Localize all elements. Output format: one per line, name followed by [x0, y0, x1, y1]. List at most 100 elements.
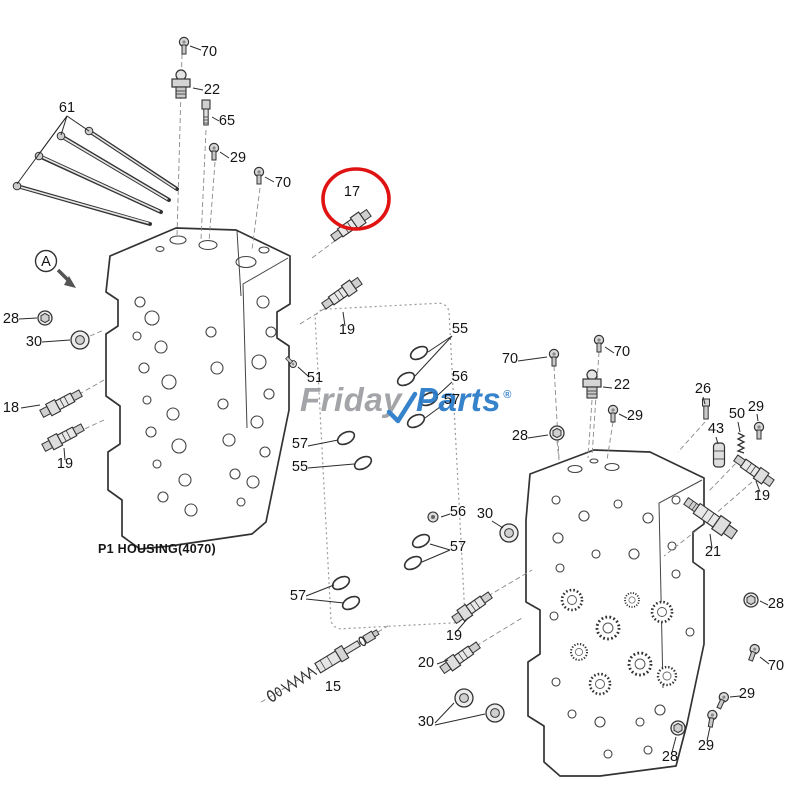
label-65: 65 [219, 113, 235, 129]
label-28: 28 [512, 428, 528, 444]
part-28-plug-icon [743, 592, 759, 608]
part-50-spring-icon [737, 432, 745, 454]
part-28-plug-icon [37, 310, 53, 326]
label-18: 18 [3, 400, 19, 416]
leader-lines [16, 45, 770, 753]
part-22-fitting-icon [582, 369, 602, 399]
label-28: 28 [768, 596, 784, 612]
label-70: 70 [201, 44, 217, 60]
watermark-blue-text: Parts [416, 381, 501, 418]
part-29-screw-icon [753, 421, 765, 440]
label-28: 28 [662, 749, 678, 765]
watermark-registered-mark: ® [503, 389, 512, 401]
label-17: 17 [344, 184, 360, 200]
part-20-fitting-icon [437, 639, 483, 677]
long-bolts-61 [12, 126, 179, 226]
label-19: 19 [339, 322, 355, 338]
fridayparts-watermark: Friday Parts® [300, 381, 512, 424]
label-29: 29 [748, 399, 764, 415]
label-30: 30 [418, 714, 434, 730]
label-29: 29 [230, 150, 246, 166]
left-housing-caption: P1 HOUSING(4070) [98, 542, 216, 556]
part-19-fitting-icon [731, 452, 777, 490]
label-70: 70 [502, 351, 518, 367]
label-50: 50 [729, 406, 745, 422]
label-57: 57 [292, 436, 308, 452]
oring [351, 453, 375, 473]
part-70-screw-icon [178, 36, 190, 55]
callout-labels: 70 22 65 29 70 61 17 19 28 30 18 19 51 5… [3, 44, 784, 765]
view-a-letter: A [41, 254, 51, 270]
label-29: 29 [698, 738, 714, 754]
oring [401, 553, 425, 573]
view-a-arrow [56, 268, 71, 283]
part-30-cap-icon [70, 330, 90, 350]
label-30: 30 [26, 334, 42, 350]
part-70-screw-icon [593, 334, 605, 353]
part-30-cap-icon [454, 688, 474, 708]
oring [334, 428, 358, 448]
plug-56-small [427, 511, 439, 523]
label-29: 29 [739, 686, 755, 702]
part-19-fitting-icon [449, 589, 495, 627]
part-43-cartridge-icon [712, 442, 726, 468]
label-43: 43 [708, 421, 724, 437]
part-26-valve-icon [702, 398, 710, 420]
left-housing-outline [105, 227, 291, 550]
label-19: 19 [446, 628, 462, 644]
part-29-screw-icon [208, 142, 220, 161]
label-15: 15 [325, 679, 341, 695]
label-29: 29 [627, 408, 643, 424]
part-18-fitting-icon [38, 386, 85, 421]
part-30-cap-icon [485, 703, 505, 723]
part-70-screw-icon [253, 166, 265, 185]
watermark-text: Friday Parts® [300, 381, 512, 418]
part-19-fitting-icon [319, 274, 365, 312]
part-15-valve-assembly-icon [260, 625, 389, 703]
label-56: 56 [450, 504, 466, 520]
right-housing-ports [549, 458, 695, 759]
label-20: 20 [418, 655, 434, 671]
part-65-bolt-icon [201, 99, 211, 126]
part-17-fitting-icon [328, 206, 374, 244]
part-19-fitting-icon [40, 420, 87, 455]
right-housing [525, 449, 705, 777]
label-56: 56 [452, 369, 468, 385]
watermark-check-icon [386, 391, 418, 424]
part-28-plug-icon [549, 425, 565, 441]
label-57: 57 [290, 588, 306, 604]
view-a-circle [34, 249, 58, 273]
label-26: 26 [695, 381, 711, 397]
part-22-fitting-icon [171, 69, 191, 99]
highlight-circle-part-17 [321, 167, 391, 231]
label-57: 57 [450, 539, 466, 555]
label-57: 57 [444, 392, 460, 408]
label-70: 70 [275, 175, 291, 191]
label-70: 70 [768, 658, 784, 674]
label-22: 22 [614, 377, 630, 393]
oring-plate [314, 302, 466, 630]
oring [409, 531, 433, 551]
label-22: 22 [204, 82, 220, 98]
left-housing-p1: P1 HOUSING(4070) [98, 227, 291, 556]
part-29-screw-icon [714, 690, 731, 711]
label-30: 30 [477, 506, 493, 522]
part-29-screw-icon [607, 404, 619, 423]
oring [329, 573, 353, 593]
label-55: 55 [292, 459, 308, 475]
view-a-arrowhead-icon [64, 276, 76, 288]
part-70-screw-icon [548, 348, 560, 367]
watermark-gray-text: Friday [300, 381, 403, 418]
view-a-marker: A [34, 249, 76, 288]
part-29-screw-icon [705, 709, 719, 729]
label-19: 19 [754, 488, 770, 504]
label-19: 19 [57, 456, 73, 472]
oring [407, 343, 431, 363]
label-70: 70 [614, 344, 630, 360]
part-70-screw-icon [745, 642, 762, 663]
label-28: 28 [3, 311, 19, 327]
part-30-cap-icon [499, 523, 519, 543]
parts [37, 36, 777, 736]
